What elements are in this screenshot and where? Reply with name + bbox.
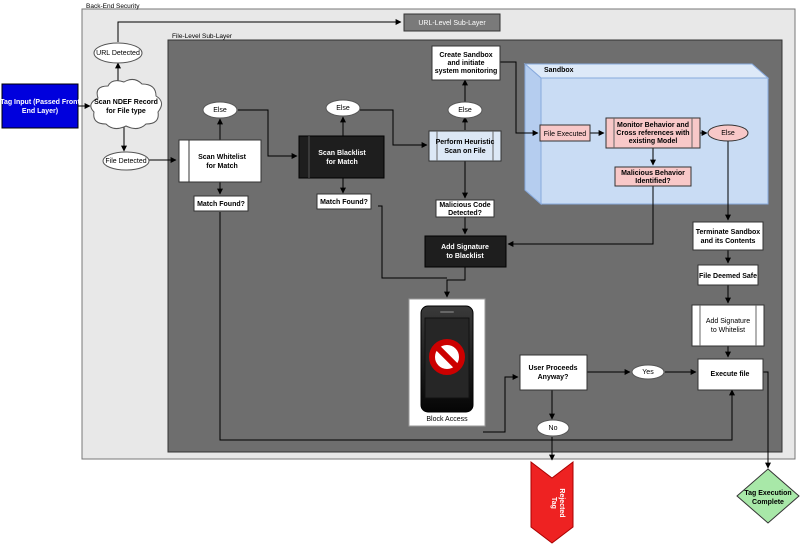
match-found-2-box	[316, 193, 372, 210]
else-4-ellipse	[707, 124, 749, 142]
match-found-2-label: Match Found?	[320, 199, 368, 206]
terminate-label-2: and its Contents	[701, 238, 756, 245]
file-detected-ellipse	[102, 151, 150, 171]
connector	[763, 371, 771, 469]
no-ellipse	[536, 419, 570, 437]
tag-input-label-2: End Layer)	[22, 108, 58, 115]
else-2-label: Else	[336, 105, 350, 112]
connector	[483, 374, 519, 433]
file-detected-label: File Detected	[105, 158, 146, 165]
block-icon	[429, 339, 465, 375]
match-found-1-label: Match Found?	[197, 201, 245, 208]
url-level-sublayer	[403, 13, 501, 32]
else-3-ellipse	[447, 101, 483, 119]
connector	[220, 389, 735, 441]
connector	[238, 109, 298, 159]
scan-blacklist-label-2: for Match	[326, 159, 358, 166]
connector	[378, 205, 447, 279]
sandbox-label: Sandbox	[544, 67, 574, 74]
scan-ndef-label-1: Scan NDEF Record	[94, 99, 158, 106]
add-sig-blacklist-label-1: Add Signature	[441, 244, 489, 251]
phone-speaker	[440, 311, 454, 313]
file-executed-box	[539, 124, 591, 142]
heuristic-label-2: Scan on File	[444, 148, 485, 155]
tag-input-box	[1, 83, 79, 129]
scan-whitelist-label-2: for Match	[206, 163, 238, 170]
create-sandbox-label-1: Create Sandbox	[439, 52, 492, 59]
add-sig-blacklist-label-2: to Blacklist	[446, 253, 484, 260]
else-3-label: Else	[458, 107, 472, 114]
user-proceeds-label-1: User Proceeds	[528, 365, 577, 372]
else-4-label: Else	[721, 130, 735, 137]
create-sandbox-label-2: and initiate	[448, 60, 485, 67]
tag-rejected-shape	[530, 460, 574, 544]
malicious-behavior-label-2: Identified?	[635, 178, 670, 185]
file-executed-label: File Executed	[544, 131, 587, 138]
user-proceeds-box	[519, 354, 588, 391]
connectors	[78, 19, 771, 469]
else-1-label: Else	[213, 107, 227, 114]
monitor-label-3: existing Model	[629, 138, 678, 145]
url-detected-label: URL Detected	[96, 50, 140, 57]
url-detected-ellipse	[93, 42, 143, 64]
tag-complete-label-1: Tag Execution	[744, 490, 791, 497]
scan-ndef-label-2: for File type	[106, 108, 146, 115]
add-sig-whitelist-label-1: Add Signature	[706, 318, 750, 325]
file-level-label: File-Level Sub-Layer	[172, 33, 233, 40]
else-2-ellipse	[325, 99, 361, 117]
add-sig-whitelist-label-2: to Whitelist	[711, 327, 745, 334]
malicious-code-box	[435, 199, 495, 218]
connector	[507, 186, 654, 247]
tag-complete-label-2: Complete	[752, 499, 784, 506]
monitor-behavior-box	[605, 117, 701, 149]
tag-rejected-label-2: Rejected	[558, 488, 565, 517]
terminate-label-1: Terminate Sandbox	[696, 229, 761, 236]
heuristic-label-1: Perform Heuristic	[436, 139, 495, 146]
scan-whitelist-box	[178, 139, 262, 183]
no-label: No	[549, 425, 558, 432]
create-sandbox-box	[431, 45, 501, 81]
create-sandbox-label-3: system monitoring	[435, 68, 498, 75]
monitor-label-2: Cross references with	[616, 130, 689, 137]
yes-label: Yes	[642, 369, 654, 376]
scan-blacklist-box	[298, 135, 385, 179]
terminate-sandbox-box	[692, 221, 764, 251]
execute-file-box	[697, 358, 764, 391]
file-deemed-safe-label: File Deemed Safe	[699, 273, 757, 280]
sandbox-side-face	[524, 62, 542, 206]
user-proceeds-label-2: Anyway?	[538, 374, 569, 381]
url-level-label: URL-Level Sub-Layer	[418, 20, 486, 27]
tag-complete-diamond	[736, 468, 800, 524]
heuristic-scan-box	[428, 130, 502, 162]
else-1-ellipse	[202, 101, 238, 119]
malicious-code-label-1: Malicious Code	[439, 202, 490, 209]
connector	[444, 267, 466, 298]
add-sig-blacklist-box	[424, 235, 507, 268]
connector	[117, 19, 402, 42]
yes-ellipse	[631, 364, 665, 380]
connector	[500, 61, 539, 136]
malicious-behavior-label-1: Malicious Behavior	[621, 170, 685, 177]
match-found-1-box	[193, 195, 249, 212]
tag-rejected-label-1: Tag	[550, 497, 557, 509]
add-sig-whitelist-box	[691, 304, 765, 347]
execute-file-label: Execute file	[711, 371, 750, 378]
malicious-code-label-2: Detected?	[448, 210, 482, 217]
connector	[360, 109, 428, 148]
backend-security-label: Back-End Security	[86, 3, 140, 10]
file-deemed-safe-box	[697, 264, 759, 286]
monitor-label-1: Monitor Behavior and	[617, 122, 689, 129]
scan-whitelist-label-1: Scan Whitelist	[198, 154, 247, 161]
scan-ndef-cloud	[90, 78, 162, 130]
tag-input-label-1: Tag Input (Passed Front	[0, 99, 80, 106]
malicious-behavior-box	[614, 166, 692, 187]
block-access-label: Block Access	[426, 416, 468, 423]
scan-blacklist-label-1: Scan Blacklist	[318, 150, 366, 157]
